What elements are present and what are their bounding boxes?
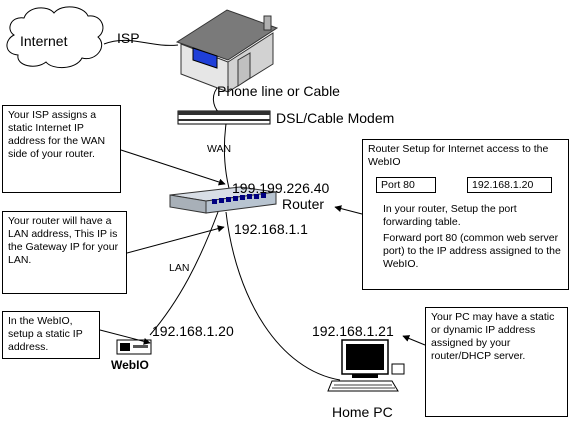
internet-label: Internet [20, 33, 68, 49]
webio-setup-note: In the WebIO, setup a static IP address. [2, 311, 100, 359]
home-pc-label: Home PC [332, 404, 393, 420]
internet-cloud [6, 6, 104, 68]
arrow-lan-to-router [126, 225, 225, 254]
isp-line [103, 39, 179, 46]
wan-ip-label: 199.199.226.40 [232, 180, 330, 196]
lan-ip-label: 192.168.1.1 [234, 221, 308, 237]
pc-ip-note: Your PC may have a static or dynamic IP … [425, 307, 568, 417]
webio-ip-label: 192.168.1.20 [152, 323, 234, 339]
isp-label: ISP [117, 30, 140, 46]
phone-line-label: Phone line or Cable [217, 83, 340, 99]
router-setup-note: Router Setup for Internet access to the … [362, 139, 569, 290]
router-setup-line2: Forward port 80 (common web server port)… [383, 232, 561, 270]
router-label: Router [282, 196, 325, 212]
router-setup-line1: In your router, Setup the port forwardin… [383, 203, 517, 228]
pc-ip-label: 192.168.1.21 [312, 323, 394, 339]
arrow-isp-to-wan [120, 149, 226, 186]
house-icon [175, 9, 279, 93]
port-to-box: 192.168.1.20 [467, 177, 552, 193]
arrow-router-setup [334, 205, 363, 215]
home-pc-icon [327, 339, 405, 392]
arrow-pc-info [402, 335, 426, 346]
modem-icon [177, 110, 271, 125]
wan-label: WAN [207, 143, 232, 155]
lan-line-pc [225, 211, 341, 381]
port-from-box: Port 80 [376, 177, 436, 193]
webio-label: WebIO [111, 358, 149, 372]
lan-label: LAN [169, 262, 190, 274]
arrow-webio-setup [99, 329, 151, 345]
router-lan-note: Your router will have a LAN address, Thi… [2, 211, 127, 294]
lan-line-webio [149, 211, 219, 336]
isp-assign-note: Your ISP assigns a static Internet IP ad… [2, 105, 121, 193]
router-setup-title: Router Setup for Internet access to the … [368, 143, 549, 168]
webio-device-icon [116, 339, 152, 355]
router-icon [169, 186, 277, 214]
modem-label: DSL/Cable Modem [276, 110, 395, 126]
